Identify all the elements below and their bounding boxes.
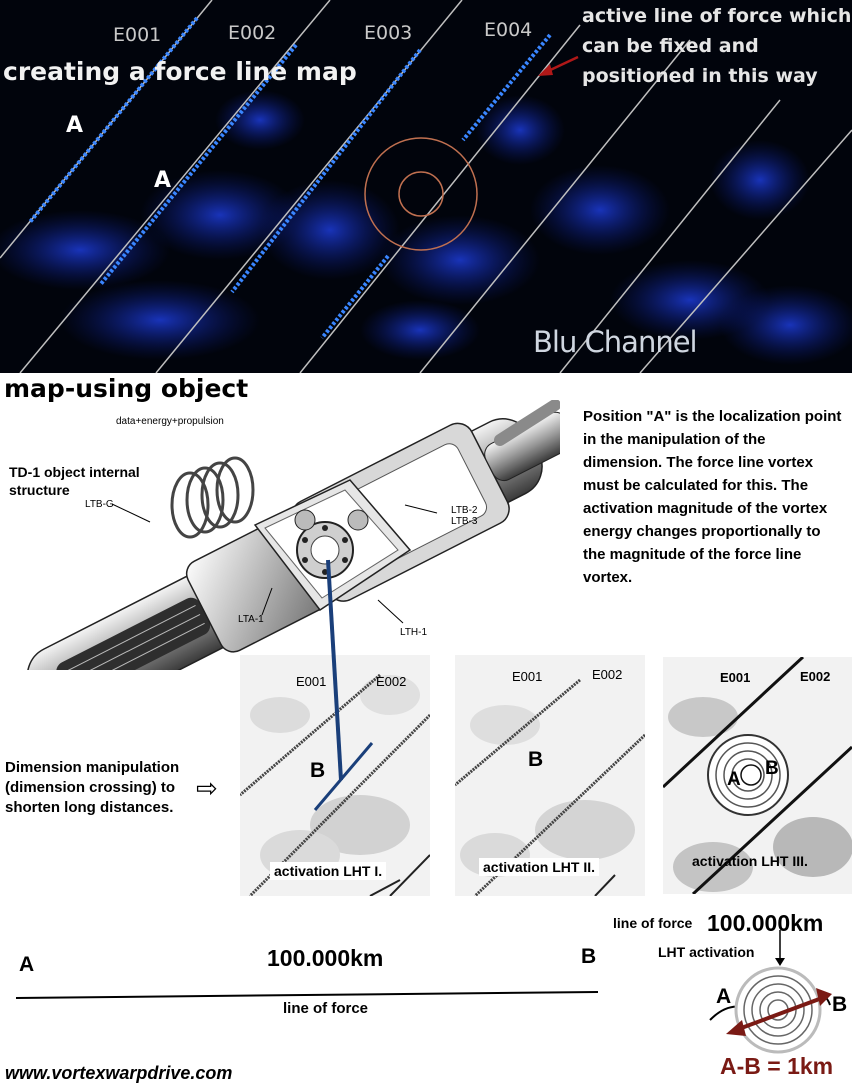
vortex-result: A-B = 1km	[720, 1053, 834, 1079]
position-a-description: Position "A" is the localization point i…	[583, 408, 842, 586]
activation-panel-2: E001 E002 B activation LHT II.	[455, 655, 645, 896]
panel-1-e001: E001	[296, 674, 327, 689]
panel-1-point-b: B	[310, 759, 326, 782]
distance-line	[15, 991, 599, 999]
part-label-lth-1: LTH-1	[400, 627, 428, 638]
active-force-lines	[28, 16, 552, 340]
line-label-e002: E002	[228, 22, 277, 44]
panel-3-vortex	[707, 734, 789, 816]
panel-3-e001: E001	[720, 670, 751, 685]
part-label-lta-1: LTA-1	[238, 614, 264, 625]
distance-point-a: A	[19, 953, 35, 976]
vortex-point-b: B	[832, 993, 848, 1016]
panel-1-graphic	[240, 673, 430, 896]
nebula	[0, 90, 852, 365]
vortex-graphic	[709, 930, 832, 1054]
lht-activation-label: LHT activation	[658, 944, 755, 960]
note-arrow	[538, 55, 579, 76]
part-label-ltb-2: LTB-2	[451, 505, 478, 516]
panel-3-e002: E002	[800, 669, 831, 684]
section-title: map-using object	[4, 374, 249, 403]
object-caption-top: data+energy+propulsion	[116, 416, 224, 427]
double-arrow	[726, 988, 832, 1036]
channel-watermark: Blu Channel	[533, 325, 698, 359]
line-label-e001: E001	[113, 24, 162, 46]
distance-point-b: B	[581, 945, 597, 968]
panel-1-caption: activation LHT I.	[270, 862, 387, 880]
panel-3-point-a: A	[727, 769, 741, 790]
panel-2-point-b: B	[528, 748, 544, 771]
website-link[interactable]: www.vortexwarpdrive.com	[5, 1063, 233, 1083]
activation-panel-3: E001 E002 A B activation LHT III.	[663, 657, 852, 894]
panel-3-graphic	[663, 657, 852, 894]
coil	[170, 456, 255, 539]
td1-object-illustration	[26, 400, 560, 670]
force-line-map-panel: E001 E002 E003 E004 creating a force lin…	[0, 0, 852, 373]
panel-2-graphic	[455, 678, 645, 896]
line-label-e003: E003	[364, 22, 413, 44]
distance-value: 100.000km	[267, 945, 384, 971]
structure-label: TD-1 object internal structure	[9, 464, 140, 498]
part-label-ltb-g: LTB-G	[85, 499, 114, 510]
dimension-manipulation-text: Dimension manipulation (dimension crossi…	[5, 759, 180, 816]
position-a-label: A	[154, 168, 172, 193]
right-arrow-icon: ⇨	[196, 774, 218, 804]
distance-line-label: line of force	[283, 1000, 369, 1017]
panel-2-e002: E002	[592, 667, 623, 682]
activation-panel-1: E001 E002 B activation LHT I.	[240, 655, 430, 896]
part-label-ltb-3: LTB-3	[451, 516, 478, 527]
vortex-distance-value: 100.000km	[707, 910, 824, 936]
position-a-label: A	[66, 113, 84, 138]
vortex-rings	[364, 137, 478, 251]
force-line-map-graphic	[0, 0, 852, 373]
map-title: creating a force line map	[3, 57, 357, 86]
panel-3-caption: activation LHT III.	[692, 853, 808, 869]
line-label-e004: E004	[484, 19, 533, 41]
vortex-line-label: line of force	[613, 915, 693, 931]
panel-2-caption: activation LHT II.	[479, 858, 600, 876]
panel-2-e001: E001	[512, 669, 543, 684]
panel-3-point-b: B	[765, 758, 779, 779]
vortex-point-a: A	[716, 985, 732, 1008]
active-line-note: active line of force which can be fixed …	[582, 5, 852, 87]
panel-1-e002: E002	[376, 674, 407, 689]
